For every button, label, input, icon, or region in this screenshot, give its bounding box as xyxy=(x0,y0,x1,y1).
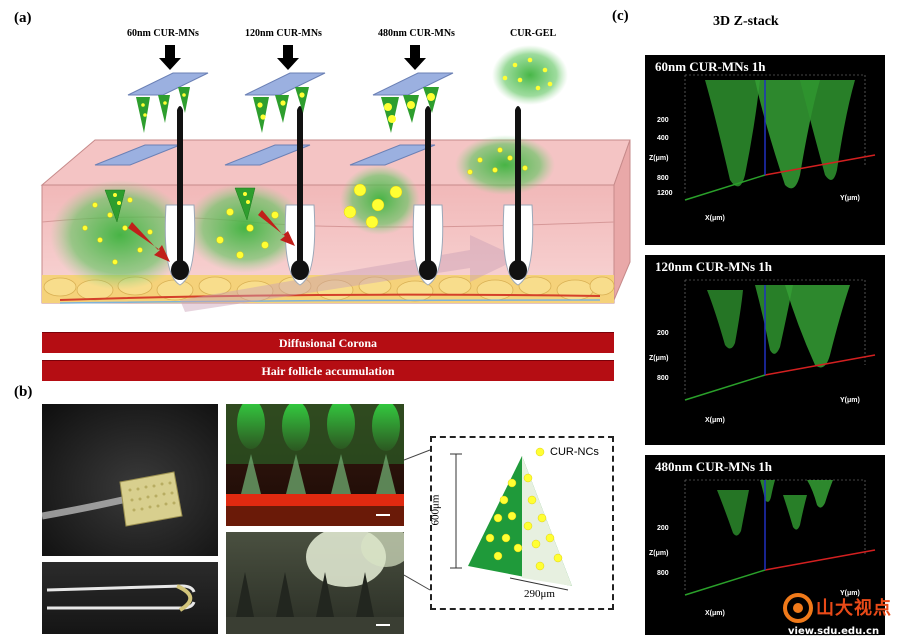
zstack-60nm: 60nm CUR-MNs 1h 200 400 Z(μm) 800 1200 X… xyxy=(645,55,885,245)
y-axis-label: Y(μm) xyxy=(840,195,860,202)
height-dimension: 600μm xyxy=(429,494,442,526)
watermark-url: view.sdu.edu.cn xyxy=(788,626,880,637)
needle-schematic xyxy=(450,447,572,591)
x-axis-label: X(μm) xyxy=(705,417,725,424)
needle-schematic-box: CUR-NCs 600μm 290μm xyxy=(429,436,614,610)
skin-diagram xyxy=(40,45,631,312)
microscope-image xyxy=(226,532,404,634)
x-axis-label: X(μm) xyxy=(705,215,725,222)
patch-photo xyxy=(42,404,218,556)
z-tick: 200 xyxy=(657,117,669,124)
y-axis-label: Y(μm) xyxy=(840,397,860,404)
z-tick: 800 xyxy=(657,375,669,382)
zstack-title-480nm: 480nm CUR-MNs 1h xyxy=(655,459,772,474)
mn-label-120nm: 120nm CUR-MNs xyxy=(245,28,322,39)
fluorescence-image xyxy=(226,404,404,526)
z-axis-label: Z(μm) xyxy=(649,355,669,362)
watermark: 山大视点 view.sdu.edu.cn xyxy=(778,590,898,642)
mn-label-480nm: 480nm CUR-MNs xyxy=(378,28,455,39)
cur-ncs-legend: CUR-NCs xyxy=(550,446,599,458)
z-tick: 1200 xyxy=(657,190,673,197)
z-tick: 200 xyxy=(657,330,669,337)
callout-lines xyxy=(404,449,431,591)
z-axis-label: Z(μm) xyxy=(649,155,669,162)
panel-c-letter: (c) xyxy=(612,8,629,24)
tweezers-photo xyxy=(42,562,218,634)
y-axis-label: Y(μm) xyxy=(840,590,860,597)
zstack-header: 3D Z-stack xyxy=(713,14,779,29)
zstack-120nm: 120nm CUR-MNs 1h 200 Z(μm) 800 X(μm) Y(μ… xyxy=(645,255,885,445)
z-tick: 400 xyxy=(657,135,669,142)
mn-label-60nm: 60nm CUR-MNs xyxy=(127,28,199,39)
panel-a-letter: (a) xyxy=(14,10,32,26)
watermark-text: 山大视点 xyxy=(816,598,892,619)
panel-b-letter: (b) xyxy=(14,384,33,400)
diffusional-corona-bar: Diffusional Corona xyxy=(42,332,614,353)
base-dimension: 290μm xyxy=(524,588,555,600)
gel-label: CUR-GEL xyxy=(510,28,557,39)
z-axis-label: Z(μm) xyxy=(649,550,669,557)
zstack-title-60nm: 60nm CUR-MNs 1h xyxy=(655,59,766,74)
z-tick: 800 xyxy=(657,175,669,182)
zstack-title-120nm: 120nm CUR-MNs 1h xyxy=(655,259,772,274)
z-tick: 800 xyxy=(657,570,669,577)
x-axis-label: X(μm) xyxy=(705,610,725,617)
hair-follicle-bar: Hair follicle accumulation xyxy=(42,360,614,381)
z-tick: 200 xyxy=(657,525,669,532)
watermark-logo-icon xyxy=(783,593,813,623)
zstack-480nm: 480nm CUR-MNs 1h 200 Z(μm) 800 X(μm) Y(μ… xyxy=(645,455,885,635)
